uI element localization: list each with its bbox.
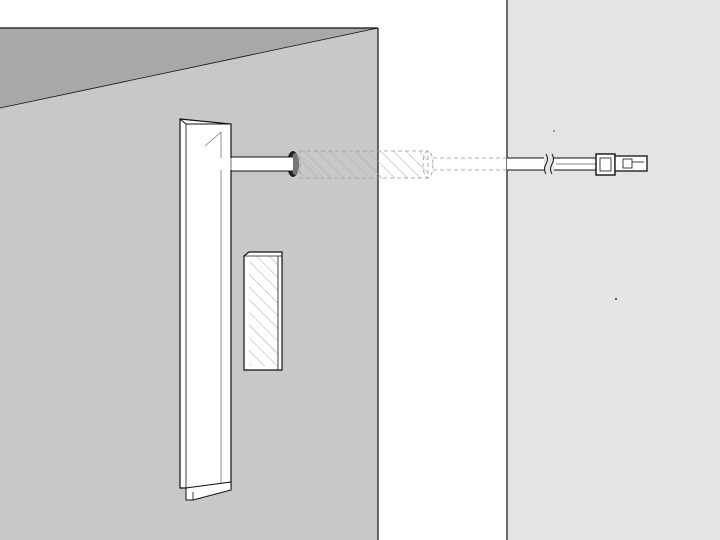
wall-dot [553,130,555,132]
bracket-rib-top [204,131,222,147]
connector-plug [614,155,648,172]
door-top-fold [0,27,379,109]
cable-break-mark [550,153,554,175]
wall-dot [615,298,617,300]
cable-bore-hatch [299,150,429,179]
bracket-front [179,118,232,489]
bracket-foot [185,481,232,501]
connector-latch [622,158,633,169]
cable-body-over-bracket [206,158,232,170]
cable-wall-section [507,153,599,175]
cable-break-gap [544,154,554,174]
cable-bore-end [422,150,434,179]
cable-break-mark [544,153,548,175]
sensor-block [243,251,283,371]
connector-inner [599,157,612,172]
connector-body [595,153,616,176]
sensor-hatch [249,256,278,366]
mounting-bracket [179,118,232,501]
wall-panel [507,0,720,540]
cable-hidden-section [299,150,507,179]
cable-connector [595,153,648,176]
